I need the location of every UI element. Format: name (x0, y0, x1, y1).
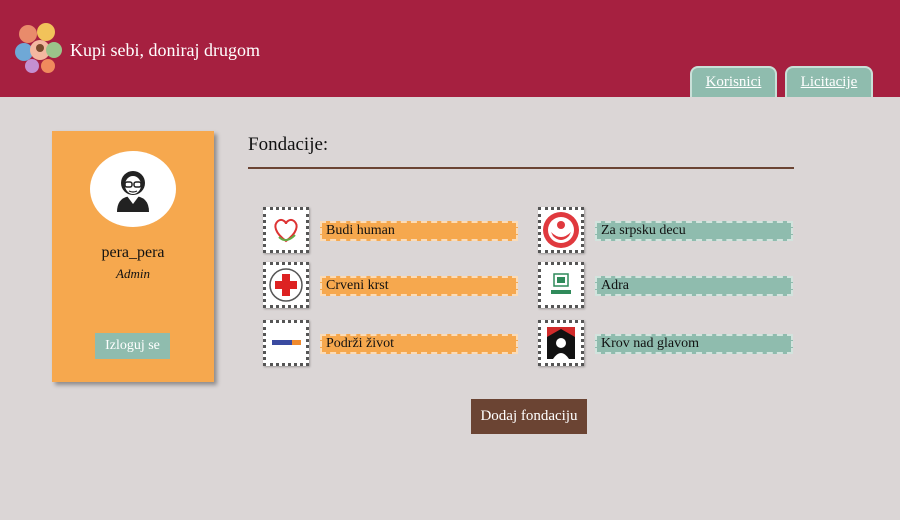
header: Kupi sebi, doniraj drugom Korisnici Lici… (0, 0, 900, 97)
adra-logo (538, 262, 584, 308)
tab-licitacije[interactable]: Licitacije (785, 66, 873, 97)
podrzi-zivot-logo (263, 320, 309, 366)
user-role: Admin (116, 266, 150, 281)
foundation-name[interactable]: Adra (595, 276, 793, 296)
foundation-item[interactable]: Podrži život (263, 320, 523, 366)
foundation-item[interactable]: Krov nad glavom (538, 320, 798, 366)
foundation-item[interactable]: Adra (538, 262, 798, 308)
krov-nad-glavom-logo (538, 320, 584, 366)
app-title: Kupi sebi, doniraj drugom (70, 40, 260, 60)
username: pera_pera (101, 244, 165, 261)
logout-button[interactable]: Izloguj se (95, 333, 170, 359)
profile-card: pera_pera Admin Izloguj se (52, 131, 214, 382)
divider (248, 167, 794, 169)
user-avatar-icon (90, 151, 176, 227)
foundation-name[interactable]: Podrži život (320, 334, 518, 354)
foundation-name[interactable]: Budi human (320, 221, 518, 241)
za-srpsku-decu-logo (538, 207, 584, 253)
add-foundation-button[interactable]: Dodaj fondaciju (471, 399, 587, 434)
foundation-item[interactable]: Crveni krst (263, 262, 523, 308)
foundation-item[interactable]: Za srpsku decu (538, 207, 798, 253)
foundation-name[interactable]: Krov nad glavom (595, 334, 793, 354)
budi-human-logo (263, 207, 309, 253)
foundation-name[interactable]: Crveni krst (320, 276, 518, 296)
children-group-logo[interactable] (14, 20, 62, 74)
foundation-name[interactable]: Za srpsku decu (595, 221, 793, 241)
tab-korisnici[interactable]: Korisnici (690, 66, 777, 97)
foundation-item[interactable]: Budi human (263, 207, 523, 253)
red-cross-logo (263, 262, 309, 308)
page-title: Fondacije: (248, 134, 329, 155)
